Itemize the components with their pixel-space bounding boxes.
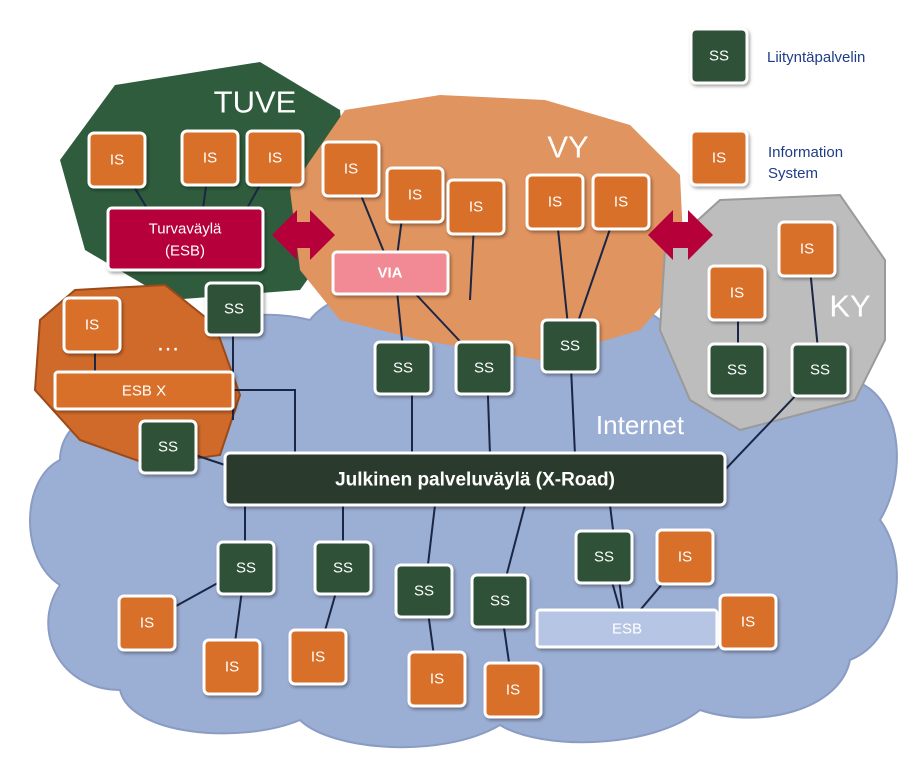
svg-text:IS: IS <box>311 649 325 666</box>
ss-node: SS <box>313 540 373 596</box>
svg-text:SS: SS <box>709 48 729 65</box>
ss-node: SS <box>470 573 530 629</box>
svg-text:IS: IS <box>430 671 444 688</box>
svg-text:IS: IS <box>506 682 520 699</box>
svg-text:SS: SS <box>727 362 747 379</box>
tuve-label: TUVE <box>214 85 297 120</box>
svg-text:IS: IS <box>408 187 422 204</box>
svg-text:SS: SS <box>236 560 256 577</box>
svg-text:IS: IS <box>85 317 99 334</box>
svg-text:SS: SS <box>333 560 353 577</box>
legend-is-label-line2: System <box>768 165 818 182</box>
svg-text:IS: IS <box>469 199 483 216</box>
svg-text:IS: IS <box>110 152 124 169</box>
is-node: IS <box>591 173 651 231</box>
xroad-bus: Julkinen palveluväylä (X-Road) <box>223 451 727 507</box>
esb-bus: ESB <box>535 608 719 649</box>
is-node: IS <box>117 594 177 652</box>
vy-label: VY <box>547 130 588 165</box>
via-bus: VIA <box>331 250 450 296</box>
ss-node: SS <box>454 340 514 396</box>
svg-text:SS: SS <box>490 593 510 610</box>
svg-text:SS: SS <box>560 338 580 355</box>
svg-text:VIA: VIA <box>377 265 402 282</box>
is-node: IS <box>446 178 506 236</box>
legend-is-swatch: IS <box>689 129 749 187</box>
is-node: IS <box>202 638 262 696</box>
is-node: IS <box>87 131 147 189</box>
svg-text:SS: SS <box>158 439 178 456</box>
svg-text:SS: SS <box>224 301 244 318</box>
svg-text:ESB: ESB <box>612 621 642 638</box>
svg-text:SS: SS <box>594 549 614 566</box>
legend-ss-swatch: SS <box>689 27 749 85</box>
ss-node: SS <box>216 540 276 596</box>
ss-node: SS <box>574 529 634 585</box>
svg-text:IS: IS <box>678 549 692 566</box>
legend-is-label-line1: Information <box>768 144 843 161</box>
svg-text:IS: IS <box>140 615 154 632</box>
turvavayla-esb-bus: Turvaväylä (ESB) <box>106 206 265 272</box>
legend: SS Liityntäpalvelin IS Information Syste… <box>689 27 865 187</box>
ky-label: KY <box>829 289 870 324</box>
is-node: IS <box>777 220 837 278</box>
svg-text:IS: IS <box>344 161 358 178</box>
is-node: IS <box>321 140 381 198</box>
svg-text:IS: IS <box>712 150 726 167</box>
is-node: IS <box>385 166 445 224</box>
svg-text:IS: IS <box>741 614 755 631</box>
svg-text:SS: SS <box>474 360 494 377</box>
is-node: IS <box>483 661 543 719</box>
svg-text:SS: SS <box>393 360 413 377</box>
svg-text:ESB X: ESB X <box>122 383 166 400</box>
svg-text:Turvaväylä: Turvaväylä <box>149 221 222 238</box>
ss-node: SS <box>540 318 600 374</box>
svg-text:(ESB): (ESB) <box>165 243 205 260</box>
svg-text:SS: SS <box>414 583 434 600</box>
svg-text:IS: IS <box>268 150 282 167</box>
svg-text:IS: IS <box>203 150 217 167</box>
ss-node: SS <box>138 419 198 475</box>
svg-text:Julkinen palveluväylä (X-Road): Julkinen palveluväylä (X-Road) <box>335 470 615 491</box>
ss-node: SS <box>707 342 767 398</box>
svg-text:IS: IS <box>800 241 814 258</box>
is-node: IS <box>62 296 122 354</box>
svg-text:IS: IS <box>548 194 562 211</box>
svg-text:SS: SS <box>810 362 830 379</box>
is-node: IS <box>525 173 585 231</box>
ss-node: SS <box>204 281 264 337</box>
internet-label: Internet <box>596 410 685 440</box>
ss-node: SS <box>790 342 850 398</box>
is-node: IS <box>407 650 467 708</box>
ellipsis-label: … <box>156 330 180 357</box>
arrow-tuve-vy <box>272 210 335 260</box>
is-node: IS <box>718 593 778 651</box>
is-node: IS <box>707 264 767 322</box>
esbx-bus: ESB X <box>53 370 235 411</box>
is-node: IS <box>655 528 715 586</box>
legend-ss-label: Liityntäpalvelin <box>767 49 865 66</box>
is-node: IS <box>180 129 240 187</box>
ss-node: SS <box>373 340 433 396</box>
is-node: IS <box>245 129 305 187</box>
ss-node: SS <box>394 563 454 619</box>
svg-text:IS: IS <box>614 194 628 211</box>
arrow-vy-ky <box>648 210 713 260</box>
is-node: IS <box>288 628 348 686</box>
svg-text:IS: IS <box>225 659 239 676</box>
svg-text:IS: IS <box>730 285 744 302</box>
